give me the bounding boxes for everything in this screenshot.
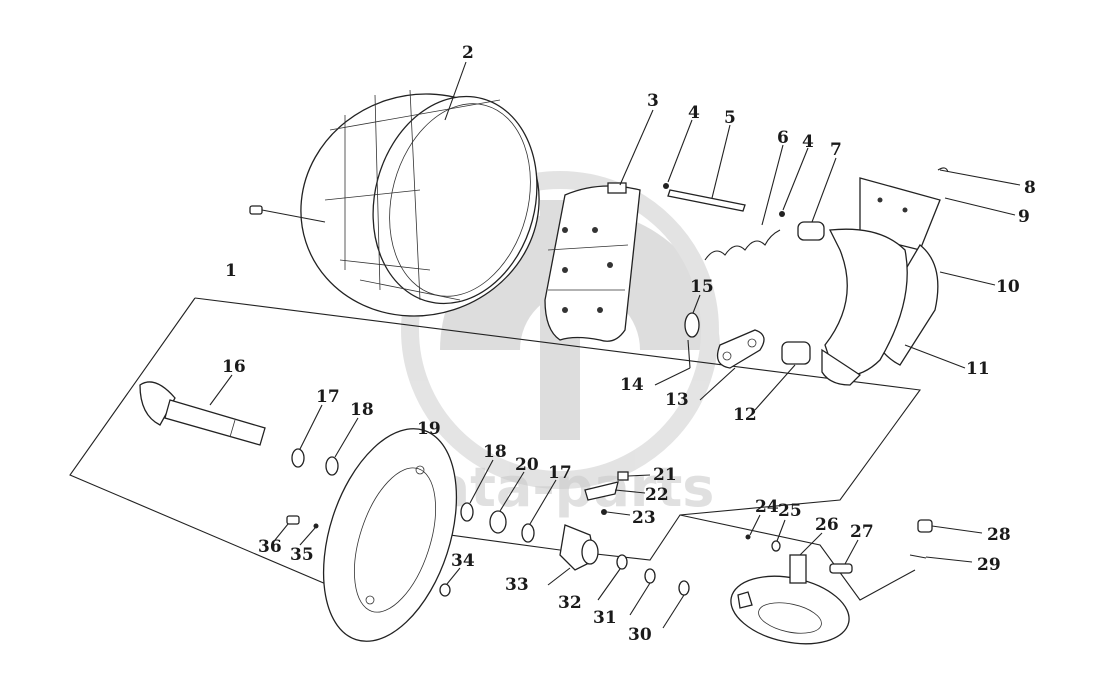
callout-35: 35 [290, 545, 314, 565]
nut-28 [917, 519, 933, 533]
callout-10: 10 [996, 277, 1020, 297]
callout-19: 19 [417, 419, 441, 439]
callout-30: 30 [628, 625, 652, 645]
callout-2: 2 [462, 43, 474, 63]
callout-21: 21 [653, 465, 677, 485]
bolt-1 [249, 205, 326, 223]
washer-29 [909, 554, 927, 559]
ring-31 [644, 568, 656, 584]
anchor-pin [663, 183, 746, 212]
callout-3: 3 [647, 91, 659, 111]
callout-13: 13 [665, 390, 689, 410]
callout-29: 29 [977, 555, 1001, 575]
pin-27 [829, 563, 853, 574]
callout-4a: 4 [688, 103, 700, 123]
washer-25 [771, 540, 781, 552]
bolt-36 [286, 515, 300, 525]
callout-11: 11 [966, 359, 990, 379]
ring-30 [678, 580, 690, 596]
callout-34: 34 [451, 551, 475, 571]
callout-31: 31 [593, 608, 617, 628]
callout-33: 33 [505, 575, 529, 595]
ring-18a [325, 456, 339, 476]
washer-15 [684, 312, 700, 369]
callout-17b: 17 [548, 463, 572, 483]
callout-28: 28 [987, 525, 1011, 545]
camshaft-16 [139, 381, 266, 446]
callout-25: 25 [778, 501, 802, 521]
washer-35 [313, 523, 319, 529]
ring-18b [460, 502, 474, 522]
boundary-line-left [69, 297, 341, 591]
leader-lines [209, 61, 1021, 629]
plug-34 [439, 583, 451, 597]
callout-18a: 18 [350, 400, 374, 420]
callout-7: 7 [830, 140, 842, 160]
brake-drum [300, 89, 540, 317]
callout-17a: 17 [316, 387, 340, 407]
callout-6: 6 [777, 128, 789, 148]
callout-27: 27 [850, 522, 874, 542]
nut-23 [601, 509, 607, 515]
slack-adjuster-33 [559, 524, 599, 571]
link-plate-13 [716, 329, 765, 369]
callout-14: 14 [620, 375, 644, 395]
return-spring [704, 229, 781, 261]
callout-8: 8 [1024, 178, 1036, 198]
callout-20: 20 [515, 455, 539, 475]
callout-24: 24 [755, 497, 779, 517]
callout-12: 12 [733, 405, 757, 425]
roller-7 [797, 221, 825, 241]
pin-24 [745, 534, 751, 540]
bushing-12 [781, 341, 811, 365]
brake-shoe-assembly [821, 167, 949, 386]
callout-32: 32 [558, 593, 582, 613]
callout-9: 9 [1018, 207, 1030, 227]
bolt-21 [617, 471, 629, 481]
callout-23: 23 [632, 508, 656, 528]
callout-36: 36 [258, 537, 282, 557]
brake-chamber-26 [730, 554, 850, 645]
ring-32 [616, 554, 628, 570]
bracket-22 [584, 481, 619, 501]
callout-15: 15 [690, 277, 714, 297]
callout-5: 5 [724, 108, 736, 128]
ring-17a [291, 448, 305, 468]
dust-shield-19 [322, 428, 458, 642]
ring-20 [489, 510, 507, 534]
ring-17b [521, 523, 535, 543]
brake-shoe-lining [544, 182, 641, 342]
callout-18b: 18 [483, 442, 507, 462]
callout-22: 22 [645, 485, 669, 505]
pin-4b [779, 211, 785, 217]
callout-1: 1 [225, 261, 237, 281]
callout-16: 16 [222, 357, 246, 377]
callout-4b: 4 [802, 132, 814, 152]
callout-26: 26 [815, 515, 839, 535]
